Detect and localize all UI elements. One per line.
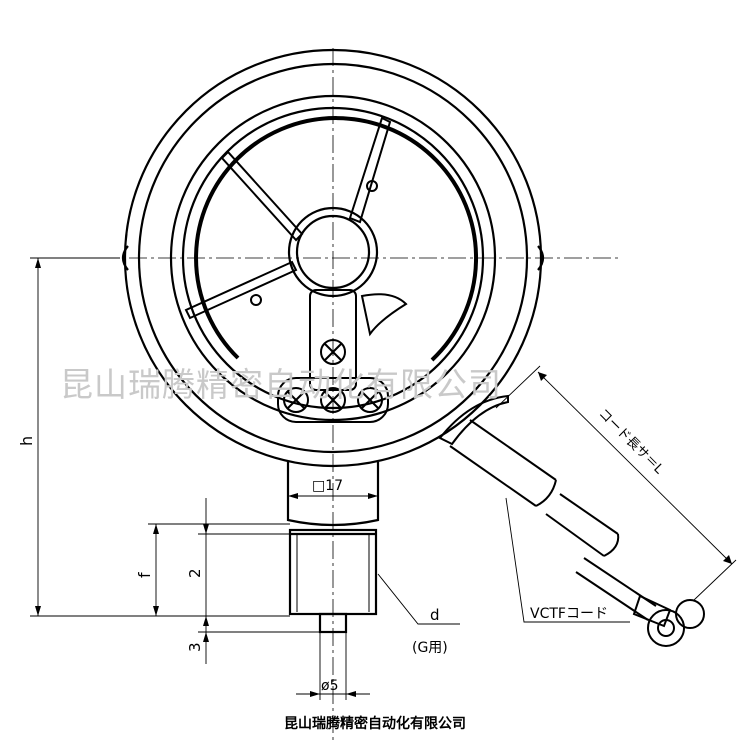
dim-3: 3 bbox=[186, 642, 204, 652]
screw-icon bbox=[283, 387, 309, 413]
dim-square17: □17 bbox=[312, 478, 343, 494]
screw-icon bbox=[357, 387, 383, 413]
stem bbox=[286, 462, 380, 634]
dim-d: d bbox=[430, 606, 440, 624]
watermark-text: 昆山瑞腾精密自动化有限公司 bbox=[60, 365, 502, 404]
arrowheads bbox=[35, 258, 732, 697]
footer-company: 昆山瑞腾精密自动化有限公司 bbox=[284, 715, 466, 732]
cord-vctf-label: VCTFコード bbox=[530, 606, 608, 622]
dimension-lines bbox=[30, 257, 737, 700]
cable bbox=[438, 394, 705, 647]
pointers bbox=[184, 116, 408, 337]
dim-h: h bbox=[17, 436, 36, 446]
dim-phi5: ø5 bbox=[321, 678, 338, 694]
terminal-block bbox=[277, 289, 389, 423]
screw-icon bbox=[320, 387, 346, 413]
dim-g-use: (G用) bbox=[412, 640, 448, 656]
gauge-body bbox=[121, 48, 545, 468]
dim-f: f bbox=[135, 572, 154, 578]
cord-length-label: コード長サ＝L bbox=[595, 406, 666, 477]
dim-2: 2 bbox=[186, 568, 204, 578]
screw-icon bbox=[320, 339, 346, 365]
